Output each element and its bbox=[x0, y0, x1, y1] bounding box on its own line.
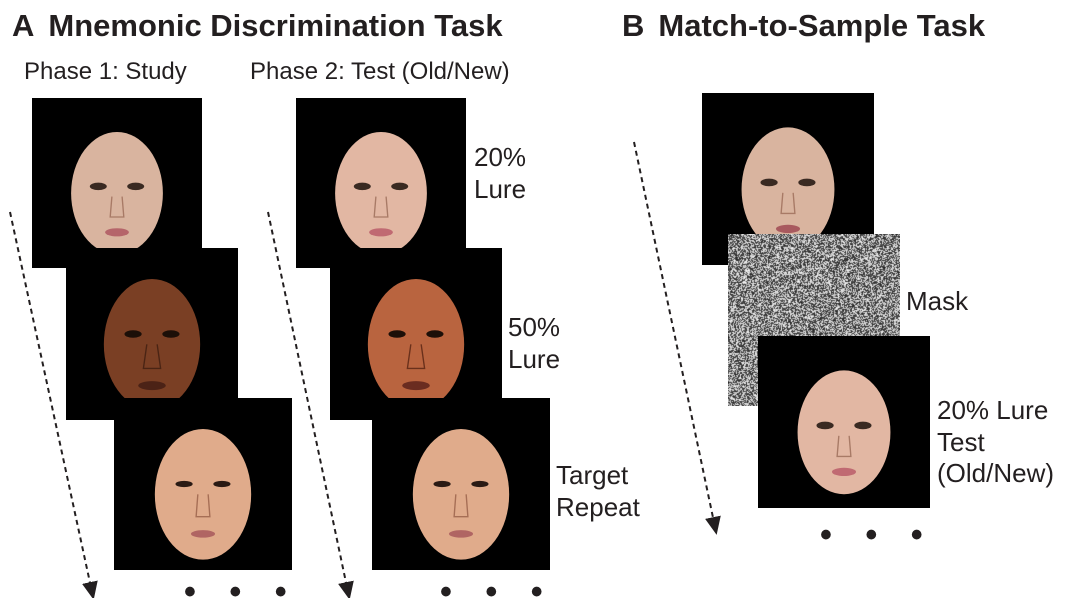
test-face-3 bbox=[372, 398, 550, 570]
face-lure-male-50 bbox=[330, 248, 502, 420]
lure-20-line-1: 20% bbox=[474, 142, 526, 174]
lure-50-label: 50% Lure bbox=[508, 312, 560, 375]
face-test-lure-female bbox=[758, 336, 930, 508]
test-face-1 bbox=[296, 98, 466, 268]
face-lure-female-20 bbox=[296, 98, 466, 268]
lure-20-line-2: Lure bbox=[474, 174, 526, 206]
lure-50-line-2: Lure bbox=[508, 344, 560, 376]
match-ellipsis: • • • bbox=[820, 518, 935, 552]
study-face-3 bbox=[114, 398, 292, 570]
target-repeat-line-2: Repeat bbox=[556, 492, 640, 524]
test-lure-label: 20% Lure Test (Old/New) bbox=[937, 395, 1054, 490]
test-face-2 bbox=[330, 248, 502, 420]
face-dark-male bbox=[66, 248, 238, 420]
study-face-1 bbox=[32, 98, 202, 268]
study-ellipsis: • • • bbox=[184, 575, 299, 609]
face-target-repeat bbox=[372, 398, 550, 570]
lure-50-line-1: 50% bbox=[508, 312, 560, 344]
test-face-b bbox=[758, 336, 930, 508]
face-asian-male bbox=[114, 398, 292, 570]
target-repeat-label: Target Repeat bbox=[556, 460, 640, 523]
face-light-female bbox=[32, 98, 202, 268]
test-lure-line-3: (Old/New) bbox=[937, 458, 1054, 490]
test-lure-line-1: 20% Lure bbox=[937, 395, 1054, 427]
study-face-2 bbox=[66, 248, 238, 420]
lure-20-label: 20% Lure bbox=[474, 142, 526, 205]
mask-label: Mask bbox=[906, 286, 968, 318]
target-repeat-line-1: Target bbox=[556, 460, 640, 492]
test-lure-line-2: Test bbox=[937, 427, 1054, 459]
test-ellipsis: • • • bbox=[440, 575, 555, 609]
